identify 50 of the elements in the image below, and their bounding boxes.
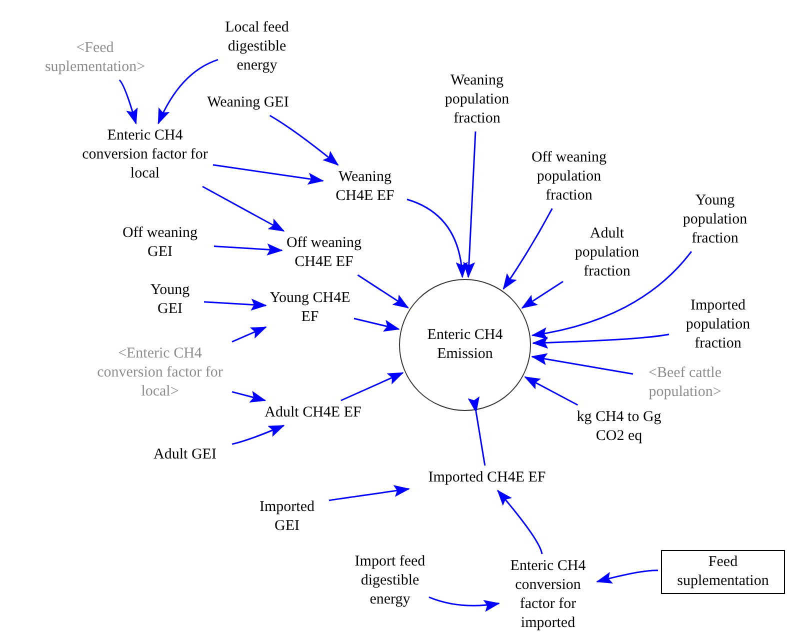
- arrow: [357, 274, 409, 308]
- arrow: [354, 318, 400, 332]
- arrow: [463, 131, 476, 278]
- shadow-variable-label: <Beef cattle population>: [636, 364, 734, 402]
- arrow: [502, 208, 553, 290]
- variable-label: kg CH4 to Gg CO2 eq: [563, 408, 675, 446]
- arrow: [428, 596, 500, 612]
- variable-label: Off weaning population fraction: [518, 148, 620, 206]
- shadow-variable-label: <Enteric CH4 conversion factor for local>: [91, 344, 229, 402]
- variable-label: Imported GEI: [248, 498, 326, 536]
- arrow: [532, 334, 670, 349]
- stock-circle: Enteric CH4 Emission: [399, 279, 531, 411]
- arrow: [340, 372, 404, 402]
- arrow: [406, 198, 468, 278]
- arrow: [232, 326, 267, 342]
- variable-label: Weaning GEI: [196, 94, 300, 112]
- variable-label: Enteric CH4 conversion factor for local: [80, 126, 210, 184]
- variable-label: Adult population fraction: [566, 224, 648, 282]
- variable-label: Local feed digestible energy: [221, 18, 293, 76]
- arrow: [269, 114, 339, 166]
- variable-label: Adult CH4E EF: [264, 404, 362, 422]
- arrow: [204, 298, 267, 311]
- arrow: [524, 376, 578, 406]
- variable-label: Weaning CH4E EF: [326, 168, 404, 206]
- arrow: [497, 490, 543, 554]
- variable-label: Weaning population fraction: [431, 72, 523, 128]
- arrow: [328, 485, 410, 502]
- variable-label: Young GEI: [139, 281, 201, 319]
- variable-label: Off weaning CH4E EF: [285, 234, 363, 272]
- arrow: [214, 244, 283, 256]
- arrow: [521, 280, 564, 309]
- variable-label: Young population fraction: [671, 192, 759, 248]
- variable-label: Enteric CH4 conversion factor for imported: [502, 557, 594, 633]
- arrow: [596, 570, 658, 584]
- shadow-variable-label: <Feed suplementation>: [39, 39, 151, 77]
- variable-box: Feed suplementation: [661, 550, 785, 594]
- arrow: [202, 186, 285, 232]
- arrow: [212, 164, 324, 185]
- variable-label: Off weaning GEI: [109, 224, 211, 262]
- variable-label: Adult GEI: [141, 446, 229, 464]
- arrow: [158, 59, 218, 124]
- variable-label: Import feed digestible energy: [354, 552, 426, 610]
- arrow: [531, 251, 692, 339]
- arrow: [118, 80, 138, 124]
- arrow: [531, 353, 634, 375]
- arrow: [232, 424, 285, 445]
- variable-label: Imported CH4E EF: [412, 468, 562, 488]
- variable-label: Young CH4E EF: [269, 289, 351, 327]
- variable-label: Imported population fraction: [672, 296, 764, 354]
- arrow: [232, 390, 266, 402]
